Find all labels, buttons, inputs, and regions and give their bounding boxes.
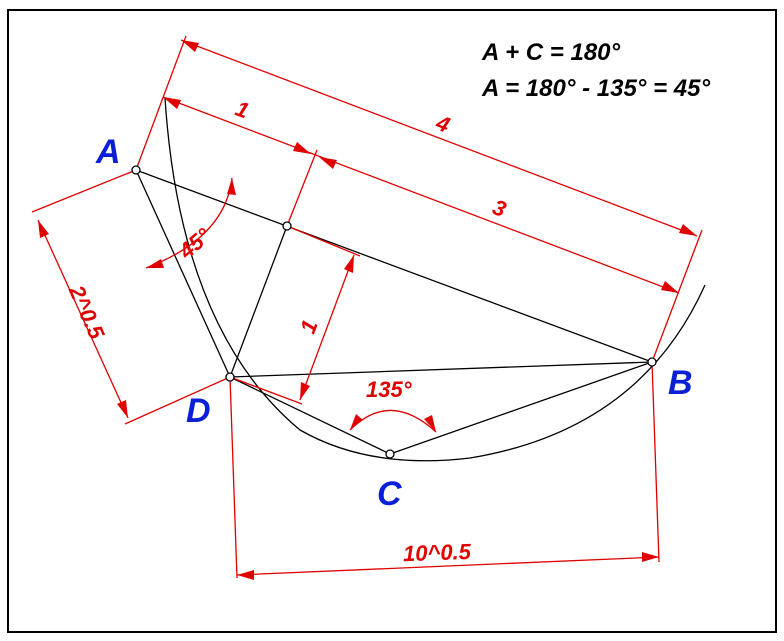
- ext-d-left: [124, 376, 231, 425]
- line-d-c: [229, 376, 391, 455]
- dim-label-perp: 1: [295, 316, 323, 336]
- point-a-marker: [131, 165, 141, 175]
- dim-line-total: [180, 39, 698, 237]
- point-b-label: B: [668, 364, 693, 402]
- arrow-split-end: [661, 281, 679, 293]
- dim-label-top-right: 3: [489, 194, 509, 222]
- ext-a-left: [31, 169, 137, 213]
- ext-b-top: [651, 229, 703, 363]
- ext-foot-right: [286, 225, 361, 257]
- equation-line-2: A = 180° - 135° = 45°: [481, 75, 710, 102]
- dim-line-split: [162, 96, 680, 294]
- dim-line-perp: [299, 254, 355, 401]
- arrow-angle-a-bottom: [146, 259, 164, 268]
- line-d-b: [229, 361, 653, 378]
- angle-label-a: 45°: [173, 223, 215, 264]
- ext-b-bottom: [651, 361, 660, 563]
- arrow-total-start: [181, 40, 199, 52]
- arrow-split-start: [163, 97, 181, 109]
- dim-label-bottom: 10^0.5: [403, 539, 472, 566]
- line-c-b: [389, 361, 653, 455]
- dim-line-bottom: [236, 556, 660, 576]
- dim-label-left: 2^0.5: [64, 281, 110, 344]
- line-a-d: [135, 169, 231, 378]
- point-d-label: D: [186, 392, 211, 430]
- line-a-b: [135, 169, 653, 363]
- ext-foot-top: [286, 149, 318, 227]
- arrow-split-mid-right: [319, 157, 337, 169]
- angle-label-c: 135°: [366, 377, 412, 402]
- dim-label-top-left: 1: [232, 96, 252, 124]
- point-b-marker: [647, 357, 657, 367]
- arrow-angle-a-top: [227, 178, 236, 195]
- ext-d-bottom: [229, 376, 238, 579]
- arrow-perp-start: [344, 255, 354, 273]
- arrow-angle-c-left: [350, 414, 363, 430]
- point-d-marker: [225, 372, 235, 382]
- arrow-perp-end: [300, 382, 310, 400]
- point-c-label: C: [377, 475, 402, 513]
- line-d-foot: [229, 225, 288, 378]
- arrow-left-end: [117, 400, 128, 418]
- arrow-bottom-end: [642, 552, 659, 562]
- ext-a-top: [135, 35, 187, 171]
- equation-line-1: A + C = 180°: [481, 39, 621, 66]
- outer-frame: [7, 9, 777, 633]
- dim-label-total: 4: [432, 110, 453, 138]
- arrow-bottom-start: [237, 570, 254, 580]
- arrow-total-end: [679, 224, 697, 236]
- arrow-split-mid-left: [293, 142, 311, 154]
- ext-d-right: [229, 376, 303, 405]
- angle-arc-c: [349, 409, 437, 433]
- circumscribed-arc: [164, 97, 706, 462]
- dim-line-left: [37, 219, 129, 419]
- point-a-label: A: [95, 133, 121, 171]
- point-foot-marker: [282, 221, 292, 231]
- point-c-marker: [385, 449, 395, 459]
- arrow-angle-c-right: [424, 415, 436, 432]
- arrow-left-start: [38, 220, 49, 238]
